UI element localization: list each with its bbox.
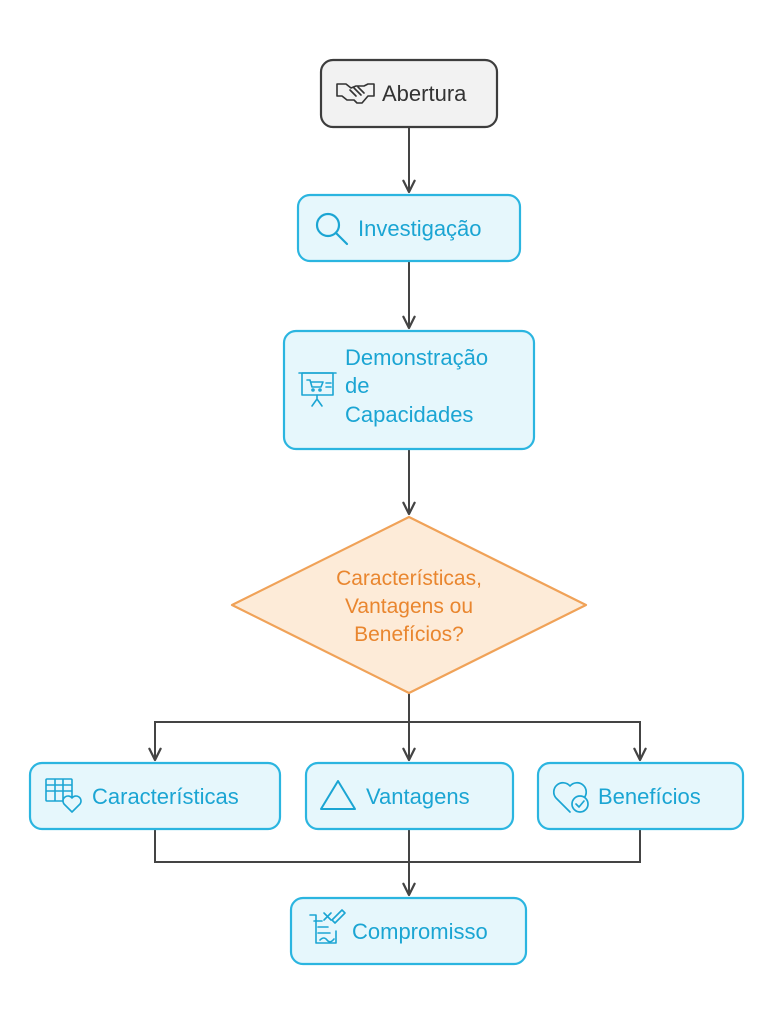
node-compromisso[interactable]: Compromisso: [289, 896, 528, 966]
node-abertura[interactable]: Abertura: [319, 58, 499, 129]
heart-check-icon: [552, 781, 589, 813]
search-icon: [315, 212, 349, 246]
node-demonstracao[interactable]: Demonstração de Capacidades: [282, 329, 536, 451]
node-compromisso-label: Compromisso: [352, 919, 488, 944]
node-decisao-line2: Vantagens ou: [345, 595, 473, 618]
node-demonstracao-line2: de: [345, 373, 369, 398]
presentation-board-icon: [298, 372, 337, 407]
node-vantagens-label: Vantagens: [366, 784, 470, 809]
connector-decisao-branches: [148, 693, 410, 762]
connector-decisao-beneficios: [409, 721, 647, 762]
node-beneficios-label: Benefícios: [598, 784, 701, 809]
node-abertura-label: Abertura: [382, 81, 467, 106]
connector-merge: [154, 829, 641, 863]
node-caracteristicas[interactable]: Características: [28, 761, 282, 831]
node-demonstracao-line1: Demonstração: [345, 345, 488, 370]
node-investigacao-label: Investigação: [358, 216, 482, 241]
table-heart-icon: [45, 778, 82, 813]
document-signature-icon: [309, 909, 346, 944]
connectors: [148, 127, 647, 897]
node-decisao-line3: Benefícios?: [354, 623, 464, 646]
triangle-icon: [320, 780, 356, 810]
node-decisao-line1: Características,: [336, 567, 482, 590]
node-beneficios[interactable]: Benefícios: [536, 761, 745, 831]
handshake-icon: [336, 83, 375, 104]
node-vantagens[interactable]: Vantagens: [304, 761, 515, 831]
node-demonstracao-line3: Capacidades: [345, 402, 473, 427]
node-investigacao[interactable]: Investigação: [296, 193, 522, 263]
node-caracteristicas-label: Características: [92, 784, 239, 809]
node-decisao[interactable]: Características, Vantagens ou Benefícios…: [230, 515, 588, 695]
